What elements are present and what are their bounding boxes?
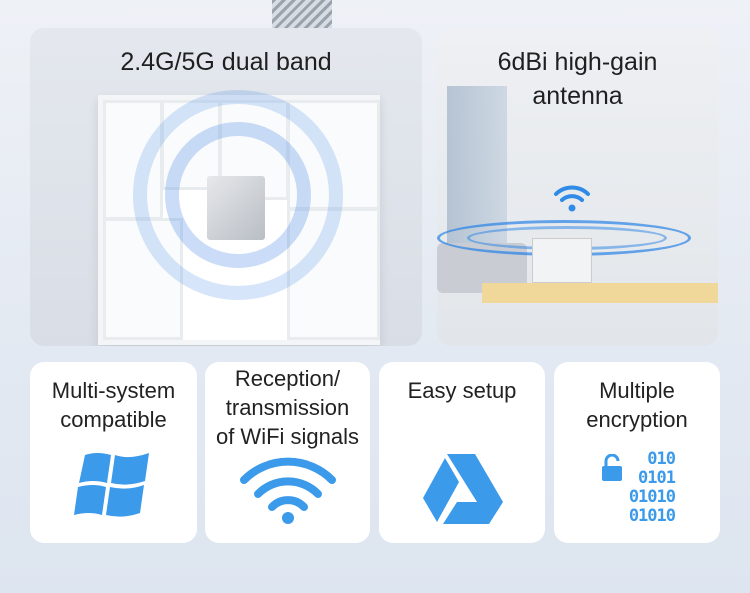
dual-band-panel: 2.4G/5G dual band (30, 28, 422, 346)
antenna-title-line2: antenna (532, 82, 623, 110)
antenna-panel: 6dBi high-gain antenna (437, 28, 718, 346)
dual-band-title: 2.4G/5G dual band (120, 48, 332, 76)
feature-title: Easy setup (407, 378, 517, 403)
router-image (532, 238, 592, 283)
router-image (207, 176, 265, 240)
table (482, 283, 718, 303)
antenna-title-line1: 6dBi high-gain (497, 48, 658, 76)
lock-icon (602, 454, 622, 481)
wifi-icon (239, 457, 336, 524)
windows-icon (73, 453, 149, 517)
floor-plan-image (98, 90, 380, 345)
ceiling-vent (272, 0, 332, 28)
feature-easy-setup: Easy setup (379, 362, 545, 543)
wifi-icon (554, 185, 590, 212)
google-drive-icon (423, 454, 503, 524)
